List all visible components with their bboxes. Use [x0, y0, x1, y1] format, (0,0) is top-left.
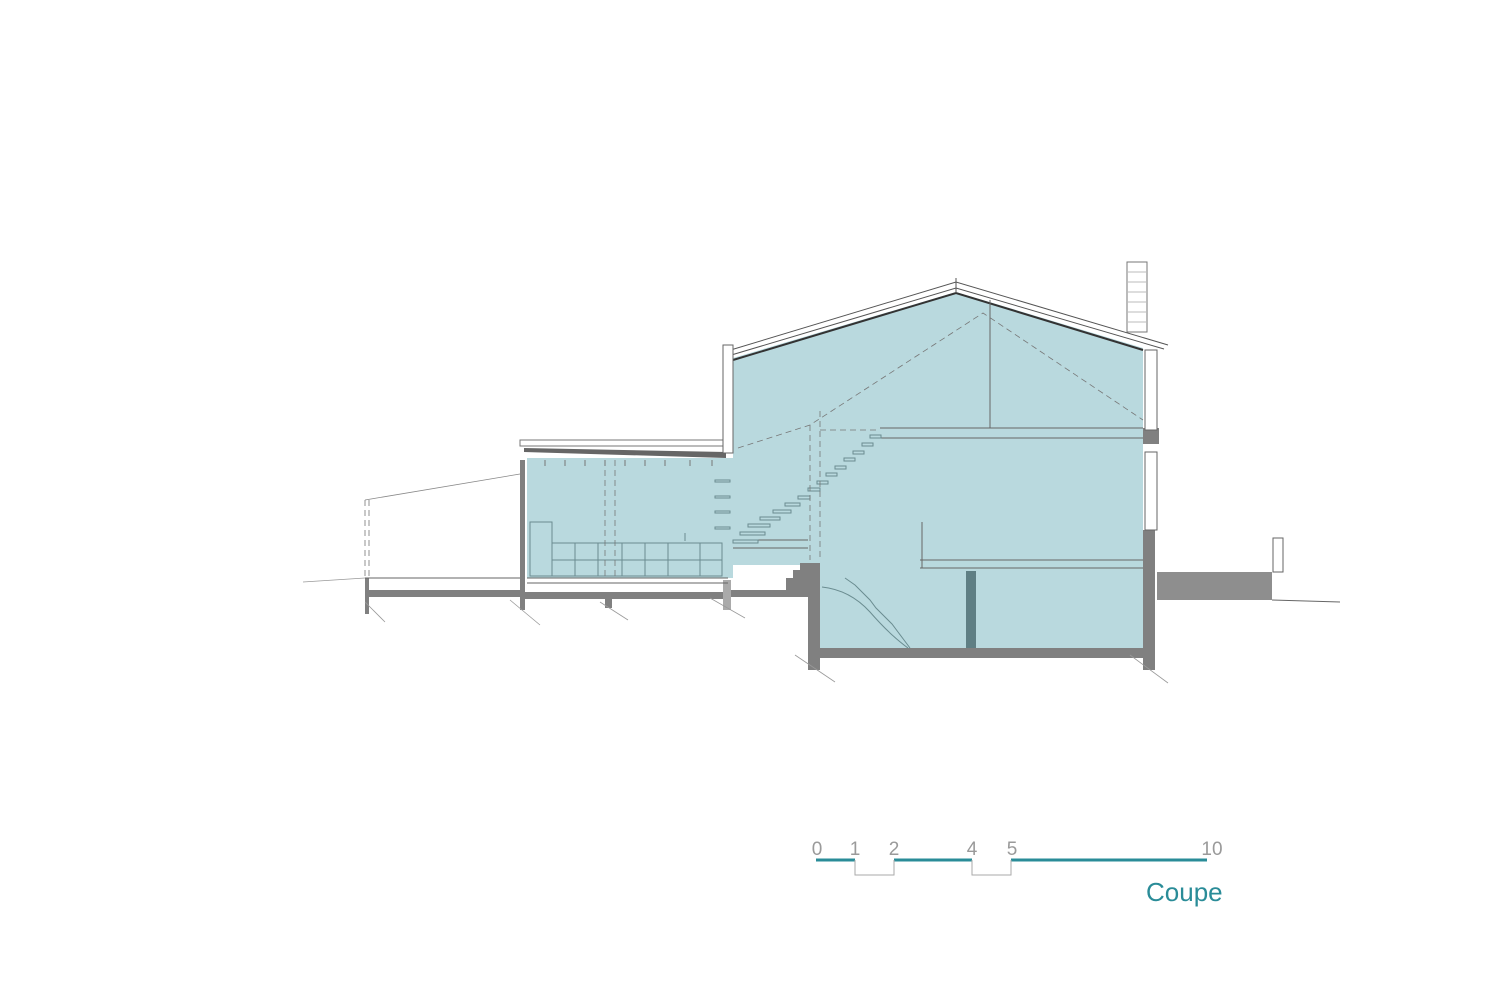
kitchen-counter	[529, 521, 723, 577]
scale-label-5: 5	[1006, 839, 1018, 860]
facade-lines	[365, 300, 1341, 603]
hidden-lines	[364, 312, 1144, 578]
drawing-title: Coupe	[1146, 877, 1223, 907]
scale-label-4: 4	[966, 839, 978, 860]
scale-label-10: 10	[1201, 839, 1223, 860]
neighbor-outline	[364, 473, 521, 501]
annex-roof	[519, 439, 727, 466]
scale-label-2: 2	[888, 839, 900, 860]
scale-bar	[816, 858, 1207, 876]
staircase	[714, 434, 911, 649]
cut-walls	[365, 428, 1272, 670]
chimney	[1126, 261, 1148, 333]
main-roof	[723, 278, 1169, 361]
scale-label-1: 1	[849, 839, 861, 860]
ground-lines	[302, 577, 1169, 684]
scale-label-0: 0	[811, 839, 823, 860]
interior-fill	[527, 292, 1143, 648]
column	[966, 571, 976, 648]
